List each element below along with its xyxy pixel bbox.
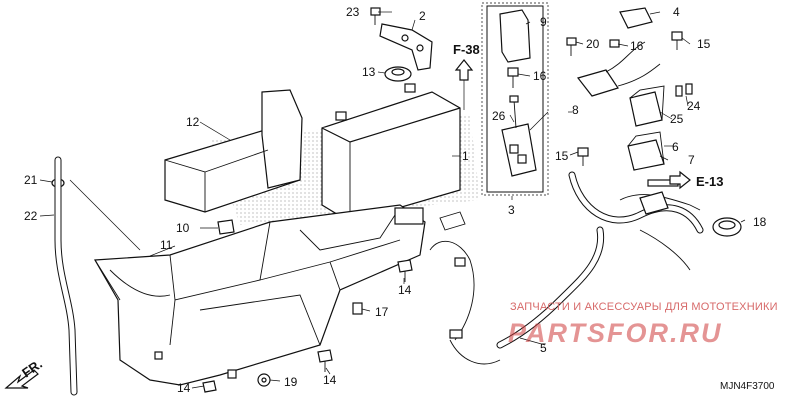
- callout-numbers: 1 2 3 4 5 6 7 8 9 10 11 12 13 14 14 14 1…: [24, 5, 767, 395]
- f38-arrow: [454, 59, 474, 110]
- front-arrow: [4, 369, 39, 389]
- leader-lines: [39, 11, 746, 389]
- bolt-23: [370, 7, 381, 25]
- terminal-24: [675, 83, 693, 97]
- bolt-14-right: [397, 259, 413, 282]
- callout-18: 18: [753, 215, 767, 229]
- bolt-20: [566, 37, 577, 56]
- callout-24: 24: [687, 99, 701, 113]
- callout-14c: 14: [177, 381, 191, 395]
- relay-cap: [619, 7, 653, 29]
- callout-15b: 15: [555, 149, 569, 163]
- callout-26: 26: [492, 109, 506, 123]
- callout-9: 9: [540, 15, 547, 29]
- drain-hose-22: [54, 156, 78, 396]
- bolt-15-mid: [577, 147, 589, 166]
- fuse-box-assembly-frame: [481, 2, 549, 196]
- battery: [321, 83, 461, 223]
- fuse-box-cover: [499, 9, 531, 63]
- watermark-caption: ЗАПЧАСТИ И АКСЕССУАРЫ ДЛЯ МОТОТЕХНИКИ: [510, 301, 778, 313]
- connector-6: [639, 191, 669, 215]
- front-label: FR.: [19, 356, 45, 380]
- callout-10: 10: [176, 221, 190, 235]
- callout-8: 8: [572, 103, 579, 117]
- relay-7: [627, 131, 665, 171]
- upper-bracket: [379, 23, 433, 71]
- callout-13: 13: [362, 65, 376, 79]
- callout-6: 6: [672, 140, 679, 154]
- callout-4: 4: [673, 5, 680, 19]
- callout-16a: 16: [533, 69, 547, 83]
- callout-25: 25: [670, 112, 684, 126]
- fuse-box-base: [501, 95, 537, 177]
- bolt-14-bottom: [317, 349, 333, 372]
- callout-1: 1: [462, 149, 469, 163]
- callout-20: 20: [586, 37, 600, 51]
- callout-3: 3: [508, 203, 515, 217]
- callout-7: 7: [688, 153, 695, 167]
- bolt-15-top: [671, 31, 683, 50]
- reference-f38: F-38: [453, 42, 480, 57]
- callout-12: 12: [186, 115, 200, 129]
- callout-5: 5: [540, 341, 547, 355]
- callout-2: 2: [419, 9, 426, 23]
- bolt-14-left: [202, 380, 217, 393]
- grommet: [384, 66, 412, 82]
- bolt-16-frame: [507, 67, 519, 88]
- clip-17: [352, 302, 363, 315]
- callout-23: 23: [346, 5, 360, 19]
- callout-21: 21: [24, 173, 38, 187]
- battery-cover-pad: [164, 89, 303, 213]
- battery-tray: [94, 204, 426, 386]
- callout-15a: 15: [697, 37, 711, 51]
- watermark-logo: PARTSFOR.RU: [508, 318, 723, 348]
- callout-17: 17: [375, 305, 389, 319]
- washer-19: [257, 373, 271, 387]
- callout-14b: 14: [323, 373, 337, 387]
- relay-25: [629, 85, 665, 127]
- callout-14a: 14: [398, 283, 412, 297]
- bolt-16-right: [609, 39, 620, 48]
- callout-19: 19: [284, 375, 298, 389]
- main-wire-harness: [429, 171, 704, 365]
- e13-arrow: [669, 170, 691, 190]
- band-clamp-18: [712, 217, 742, 237]
- callout-22: 22: [24, 209, 38, 223]
- reference-e13: E-13: [696, 174, 723, 189]
- callout-16b: 16: [630, 39, 644, 53]
- starter-relay: [576, 41, 661, 97]
- drawing-code: MJN4F3700: [720, 381, 775, 392]
- callout-11: 11: [160, 238, 173, 252]
- clip-10: [217, 219, 235, 235]
